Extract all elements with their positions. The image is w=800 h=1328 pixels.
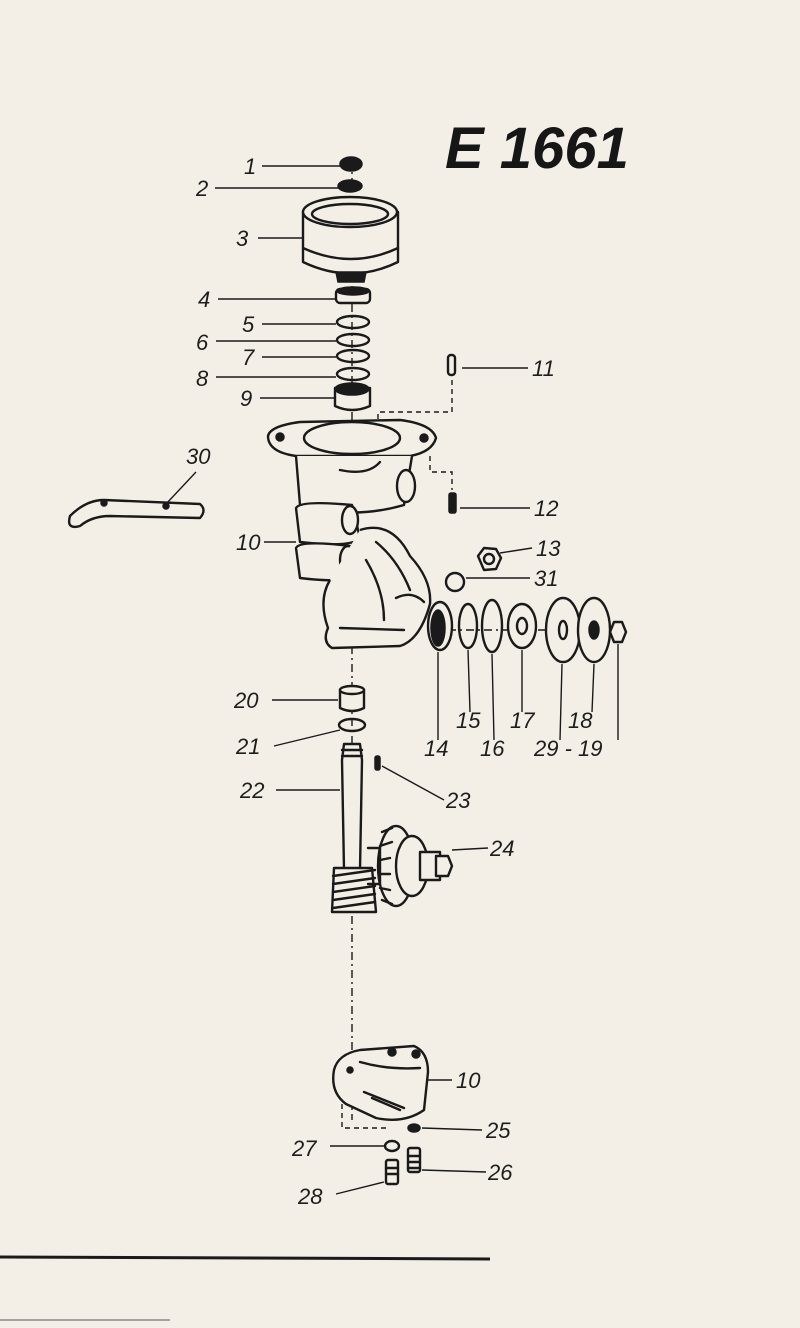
part-15-ring — [457, 602, 479, 650]
callout-29-19: 29 - 19 — [533, 736, 603, 761]
part-18-disc — [576, 596, 612, 664]
callout-17: 17 — [510, 708, 535, 733]
part-24-gear — [366, 824, 454, 908]
callout-23: 23 — [445, 788, 471, 813]
part-13-nut — [476, 546, 503, 572]
callout-4: 4 — [198, 287, 210, 312]
part-2-washer — [337, 179, 363, 193]
part-1-nut — [339, 156, 363, 172]
callout-25: 25 — [485, 1118, 511, 1143]
part-8-ring — [335, 366, 371, 382]
callout-2: 2 — [195, 176, 208, 201]
part-4-bushing — [334, 286, 372, 305]
callout-14: 14 — [424, 736, 448, 761]
part-16-ring — [480, 598, 504, 654]
callout-13: 13 — [536, 536, 561, 561]
callout-9: 9 — [240, 386, 252, 411]
callout-10-upper: 10 — [236, 530, 261, 555]
part-31-ball — [444, 571, 466, 593]
part-23-pin — [374, 755, 381, 771]
diagram-title: E 1661 — [445, 116, 629, 181]
part-10-upper-housing — [266, 418, 438, 650]
part-25-washer — [407, 1123, 421, 1133]
part-11-pin — [377, 353, 457, 420]
part-30-tube — [67, 498, 205, 529]
part-3-filter-cup — [301, 195, 400, 283]
part-29-disc — [544, 596, 582, 664]
part-20-sleeve — [338, 684, 366, 713]
part-9-sleeve — [333, 382, 372, 412]
callout-12: 12 — [534, 496, 558, 521]
callout-labels: 1 2 3 4 5 6 7 8 9 10 10 11 12 13 14 15 1… — [186, 154, 603, 1209]
callout-27: 27 — [291, 1136, 317, 1161]
callout-15: 15 — [456, 708, 481, 733]
callout-21: 21 — [235, 734, 260, 759]
callout-28: 28 — [297, 1184, 323, 1209]
callout-16: 16 — [480, 736, 505, 761]
part-7-ring — [335, 348, 371, 364]
callout-11: 11 — [532, 356, 555, 381]
bottom-rule — [0, 1255, 491, 1261]
callout-26: 26 — [487, 1160, 513, 1185]
callout-3: 3 — [236, 226, 249, 251]
callout-22: 22 — [239, 778, 264, 803]
callout-8: 8 — [196, 366, 209, 391]
part-14-bearing — [426, 600, 454, 652]
callout-7: 7 — [242, 345, 255, 370]
leader-lines — [165, 165, 619, 1195]
part-22-drive-shaft — [330, 742, 378, 914]
part-27-washer — [383, 1139, 401, 1153]
part-17-bushing — [506, 602, 538, 650]
part-10-lower-housing — [332, 1044, 430, 1129]
part-21-o-ring — [337, 717, 367, 733]
callout-6: 6 — [196, 330, 209, 355]
part-28-screw — [384, 1158, 400, 1186]
callout-10-lower: 10 — [456, 1068, 481, 1093]
callout-24: 24 — [489, 836, 514, 861]
callout-31: 31 — [534, 566, 558, 591]
part-26-screw — [406, 1146, 422, 1174]
callout-30: 30 — [186, 444, 211, 469]
part-12-screw — [429, 456, 457, 514]
callout-1: 1 — [244, 154, 256, 179]
callout-5: 5 — [242, 312, 255, 337]
callout-18: 18 — [568, 708, 593, 733]
part-19-nut — [608, 620, 628, 644]
part-5-ring — [335, 314, 371, 330]
part-6-ring — [335, 332, 371, 348]
callout-20: 20 — [233, 688, 259, 713]
